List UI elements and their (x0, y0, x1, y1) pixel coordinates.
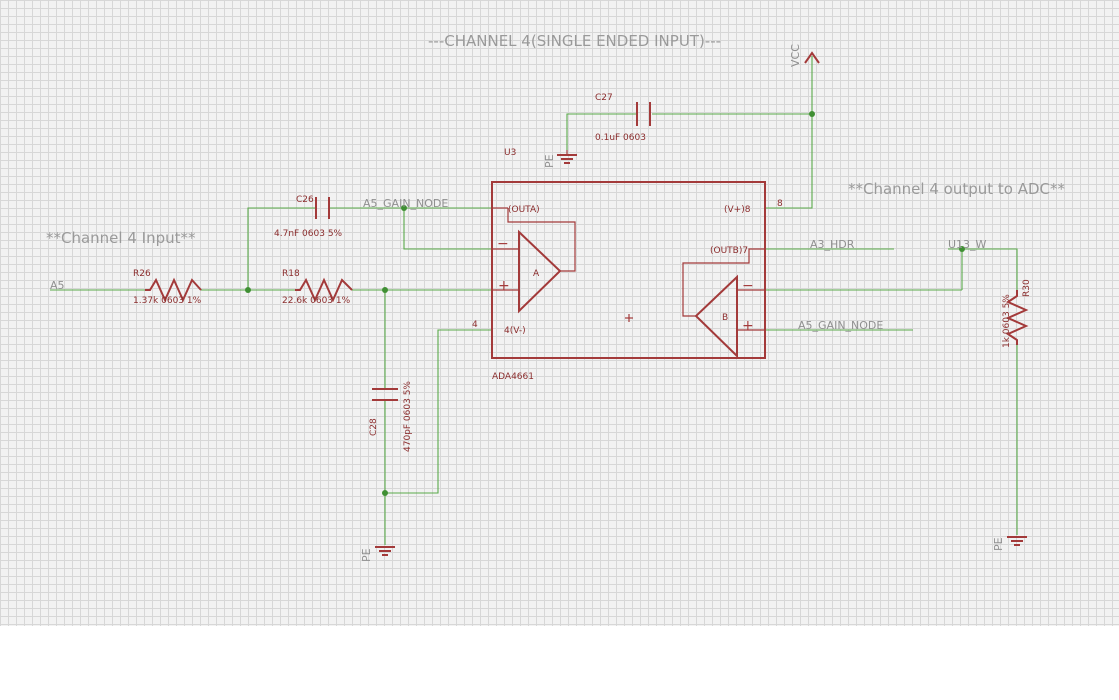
capacitor-c26[interactable]: C26 4.7nF 0603 5% (274, 195, 343, 239)
wire-c27-left (566, 113, 636, 150)
r30-value: 1k 0603 5% (1002, 294, 1012, 348)
pin4-number: 4 (472, 320, 478, 330)
vcc-supply: VCC (789, 44, 820, 67)
junction-dot (959, 246, 965, 252)
junction-dot (809, 111, 815, 117)
r18-name: R18 (282, 269, 300, 279)
pe-label: PE (360, 548, 373, 562)
c26-value: 4.7nF 0603 5% (274, 229, 343, 239)
amp-a-triangle (518, 229, 562, 314)
wire-vminus (385, 329, 492, 494)
resistor-symbol (1005, 290, 1029, 345)
junction-dot (401, 205, 407, 211)
wires (50, 56, 1018, 545)
pin8-number: 8 (777, 199, 783, 209)
wire-vcc (765, 56, 813, 209)
amp-b-plus: + (742, 318, 754, 334)
pin-vminus-label: 4(V-) (504, 326, 526, 336)
capacitor-c27[interactable]: C27 0.1uF 0603 (595, 93, 651, 143)
c27-value: 0.1uF 0603 (595, 133, 646, 143)
sheet-title: ---CHANNEL 4(SINGLE ENDED INPUT)--- (428, 32, 721, 50)
pe-label: PE (543, 154, 556, 168)
resistor-symbol (295, 277, 353, 303)
u3-value: ADA4661 (492, 372, 534, 382)
c28-value: 470pF 0603 5% (403, 381, 413, 452)
ground-symbol-c28: PE (360, 546, 395, 562)
resistor-r30[interactable]: R30 1k 0603 5% (1002, 279, 1032, 348)
resistor-r26[interactable]: R26 1.37k 0603 1% (133, 269, 202, 306)
junction-dot (382, 490, 388, 496)
wire-feedback-a (403, 208, 492, 250)
pin-outa-label: (OUTA) (508, 205, 540, 215)
amp-a-plus: + (498, 278, 510, 294)
output-note: **Channel 4 output to ADC** (848, 180, 1066, 198)
junctions (245, 111, 965, 496)
c26-name: C26 (296, 195, 314, 205)
amp-b-label: B (722, 313, 728, 323)
vcc-arrow-icon (804, 51, 820, 64)
r26-name: R26 (133, 269, 151, 279)
opamp-u3[interactable]: U3 ADA4661 (OUTA) (V+)8 (OUTB)7 4(V-) 8 … (472, 148, 783, 382)
resistor-symbol (145, 277, 202, 303)
pe-label: PE (992, 537, 1005, 551)
wire-u13w (948, 248, 1018, 290)
amp-b-minus: − (742, 278, 754, 294)
net-label-gain-node: A5_GAIN_NODE (363, 197, 448, 210)
ground-symbol-c27: PE (543, 150, 577, 168)
amp-b-triangle (694, 274, 738, 359)
r26-value: 1.37k 0603 1% (133, 296, 202, 306)
amp-a-label: A (533, 269, 540, 279)
junction-dot (245, 287, 251, 293)
u3-name: U3 (504, 148, 516, 158)
net-label-a3-hdr: A3_HDR (810, 238, 855, 251)
amp-a-minus: − (497, 236, 509, 252)
pin-outb-label: (OUTB)7 (710, 246, 748, 256)
vcc-label: VCC (789, 44, 802, 67)
ground-symbol-r30: PE (992, 536, 1027, 551)
wire-c26-left (247, 207, 315, 290)
amp-a-output (507, 208, 576, 272)
r18-value: 22.6k 0603 1% (282, 296, 351, 306)
input-note: **Channel 4 Input** (46, 229, 196, 247)
capacitor-c28[interactable]: C28 470pF 0603 5% (369, 381, 413, 452)
ic-body (491, 181, 766, 359)
junction-dot (382, 287, 388, 293)
c28-name: C28 (369, 418, 379, 436)
amp-b-output (682, 248, 765, 317)
pin-vplus-label: (V+)8 (724, 205, 751, 215)
net-label-a5: A5 (50, 279, 65, 292)
c27-name: C27 (595, 93, 613, 103)
net-label-gain-node-b: A5_GAIN_NODE (798, 319, 883, 332)
resistor-r18[interactable]: R18 22.6k 0603 1% (282, 269, 353, 306)
r30-name: R30 (1022, 279, 1032, 297)
net-label-u13-w: U13_W (948, 238, 987, 251)
schematic-sheet (0, 0, 1119, 626)
